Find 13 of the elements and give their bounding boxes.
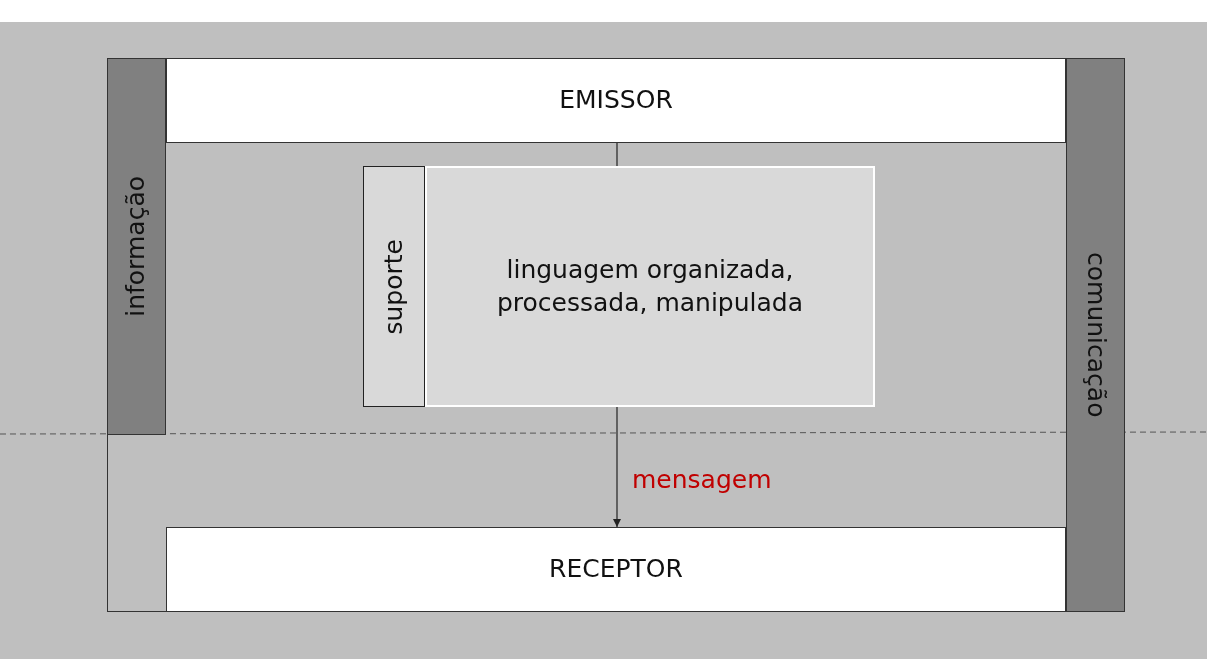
support-box: [363, 166, 425, 407]
sender-box: [166, 58, 1066, 143]
node-label: linguagem organizada, processada, manipulada: [495, 254, 805, 319]
node-label: comunicação: [1080, 252, 1112, 418]
message-box: [425, 166, 875, 407]
receiver-box: [166, 527, 1066, 612]
node-label: suporte: [377, 238, 409, 335]
node-label: informação: [120, 176, 152, 317]
node-label: RECEPTOR: [549, 553, 683, 586]
side-bar: [1066, 58, 1125, 612]
side-bar: [107, 58, 166, 435]
node-label: EMISSOR: [559, 84, 673, 117]
arrow: [612, 406, 622, 528]
